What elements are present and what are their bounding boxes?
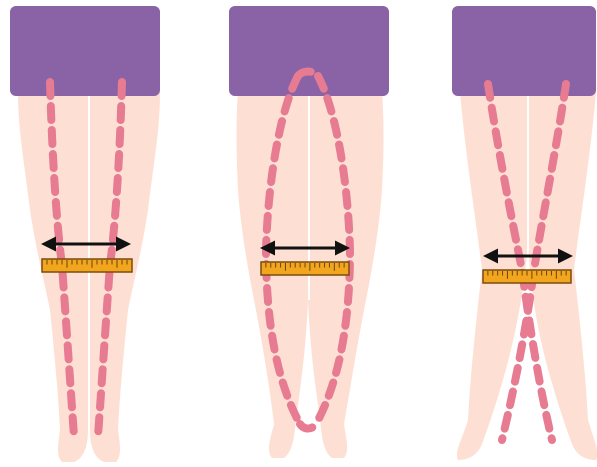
legs-icon bbox=[457, 78, 597, 460]
shorts-icon bbox=[452, 6, 596, 96]
ruler-icon bbox=[42, 259, 132, 272]
panel-normal-legs bbox=[10, 6, 160, 462]
ruler-icon bbox=[261, 262, 349, 275]
ruler-icon bbox=[483, 270, 571, 283]
shorts-icon bbox=[229, 6, 389, 96]
shorts-icon bbox=[10, 6, 160, 96]
panel-knock-knees bbox=[452, 6, 597, 460]
panel-bow-legs bbox=[229, 6, 389, 458]
